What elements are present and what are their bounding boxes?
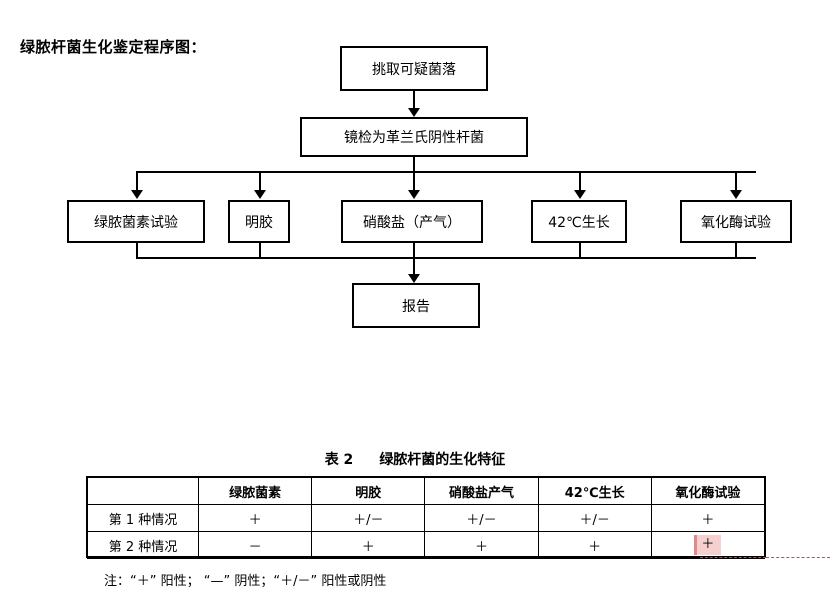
- table-header-growth-42c: 42℃生长: [537, 477, 652, 505]
- flow-node-test-growth-42c: 42℃生长: [531, 200, 627, 243]
- cell-case1-growth-42c[interactable]: ＋/－: [537, 504, 652, 532]
- biochemical-characteristics-table: 绿脓菌素 明胶 硝酸盐产气 42℃生长 氧化酶试验 第 1 种情况 ＋ ＋/－ …: [87, 477, 766, 559]
- flow-node-test-pyocyanin: 绿脓菌素试验: [67, 200, 205, 243]
- selection-dashed-rule: [700, 557, 766, 558]
- connector-line: [136, 171, 138, 193]
- flow-node-test-oxidase: 氧化酶试验: [680, 200, 792, 243]
- table-header-nitrate-gas: 硝酸盐产气: [424, 477, 539, 505]
- connector-line: [413, 243, 415, 259]
- flow-node-pick-colony: 挑取可疑菌落: [340, 46, 488, 91]
- connector-line: [579, 243, 581, 259]
- table-caption: 表 2 绿脓杆菌的生化特征: [0, 449, 830, 469]
- connector-line: [259, 171, 261, 193]
- table-note: 注：“＋” 阳性； “—” 阴性；“＋/－” 阳性或阴性: [104, 574, 387, 589]
- cell-case1-nitrate-gas[interactable]: ＋/－: [424, 504, 539, 532]
- cell-case1-pyocyanin[interactable]: ＋: [197, 504, 313, 532]
- table-caption-text: 绿脓杆菌的生化特征: [379, 452, 506, 468]
- selected-text-highlight[interactable]: ＋: [694, 535, 722, 555]
- table-header-gelatin: 明胶: [311, 477, 426, 505]
- table-header-row: 绿脓菌素 明胶 硝酸盐产气 42℃生长 氧化酶试验: [87, 477, 766, 505]
- table-header-oxidase: 氧化酶试验: [650, 477, 766, 505]
- table-header-corner: [87, 477, 199, 505]
- arrow-down-icon: [574, 190, 586, 199]
- arrow-down-icon: [408, 108, 420, 117]
- connector-line: [413, 91, 415, 111]
- connector-bus: [136, 257, 756, 259]
- flowchart: 挑取可疑菌落 镜检为革兰氏阴性杆菌 绿脓菌素试验 明胶 硝酸盐（产气） 42℃生…: [67, 46, 792, 328]
- flow-node-test-nitrate: 硝酸盐（产气）: [341, 200, 483, 243]
- connector-line: [413, 171, 415, 193]
- selection-dashed-rule-extension: [766, 557, 830, 558]
- connector-line: [259, 243, 261, 259]
- page-title: 绿脓杆菌生化鉴定程序图：: [20, 38, 207, 56]
- arrow-down-icon: [408, 190, 420, 199]
- connector-line: [579, 171, 581, 193]
- flow-node-gram-stain: 镜检为革兰氏阴性杆菌: [300, 117, 528, 157]
- connector-line: [413, 257, 415, 278]
- table-header-pyocyanin: 绿脓菌素: [197, 477, 313, 505]
- cell-case2-gelatin[interactable]: ＋: [311, 531, 426, 559]
- arrow-down-icon: [730, 190, 742, 199]
- row-label-case-2: 第 2 种情况: [87, 531, 199, 559]
- arrow-down-icon: [254, 190, 266, 199]
- cell-case2-pyocyanin[interactable]: －: [197, 531, 313, 559]
- cell-case2-growth-42c[interactable]: ＋: [537, 531, 652, 559]
- arrow-down-icon: [408, 274, 420, 283]
- table-row: 第 1 种情况 ＋ ＋/－ ＋/－ ＋/－ ＋: [87, 504, 766, 532]
- connector-line: [735, 243, 737, 259]
- connector-line: [413, 157, 415, 172]
- flow-node-report: 报告: [352, 283, 480, 328]
- cell-case2-oxidase[interactable]: ＋: [650, 531, 766, 559]
- row-label-case-1: 第 1 种情况: [87, 504, 199, 532]
- cell-case2-nitrate-gas[interactable]: ＋: [424, 531, 539, 559]
- connector-bus: [136, 171, 756, 173]
- cell-case1-gelatin[interactable]: ＋/－: [311, 504, 426, 532]
- table-caption-label: 表 2: [324, 452, 354, 468]
- table-row: 第 2 种情况 － ＋ ＋ ＋ ＋: [87, 531, 766, 559]
- cell-case1-oxidase[interactable]: ＋: [650, 504, 766, 532]
- flow-node-test-gelatin: 明胶: [228, 200, 290, 243]
- arrow-down-icon: [131, 190, 143, 199]
- connector-line: [735, 171, 737, 193]
- connector-line: [136, 243, 138, 259]
